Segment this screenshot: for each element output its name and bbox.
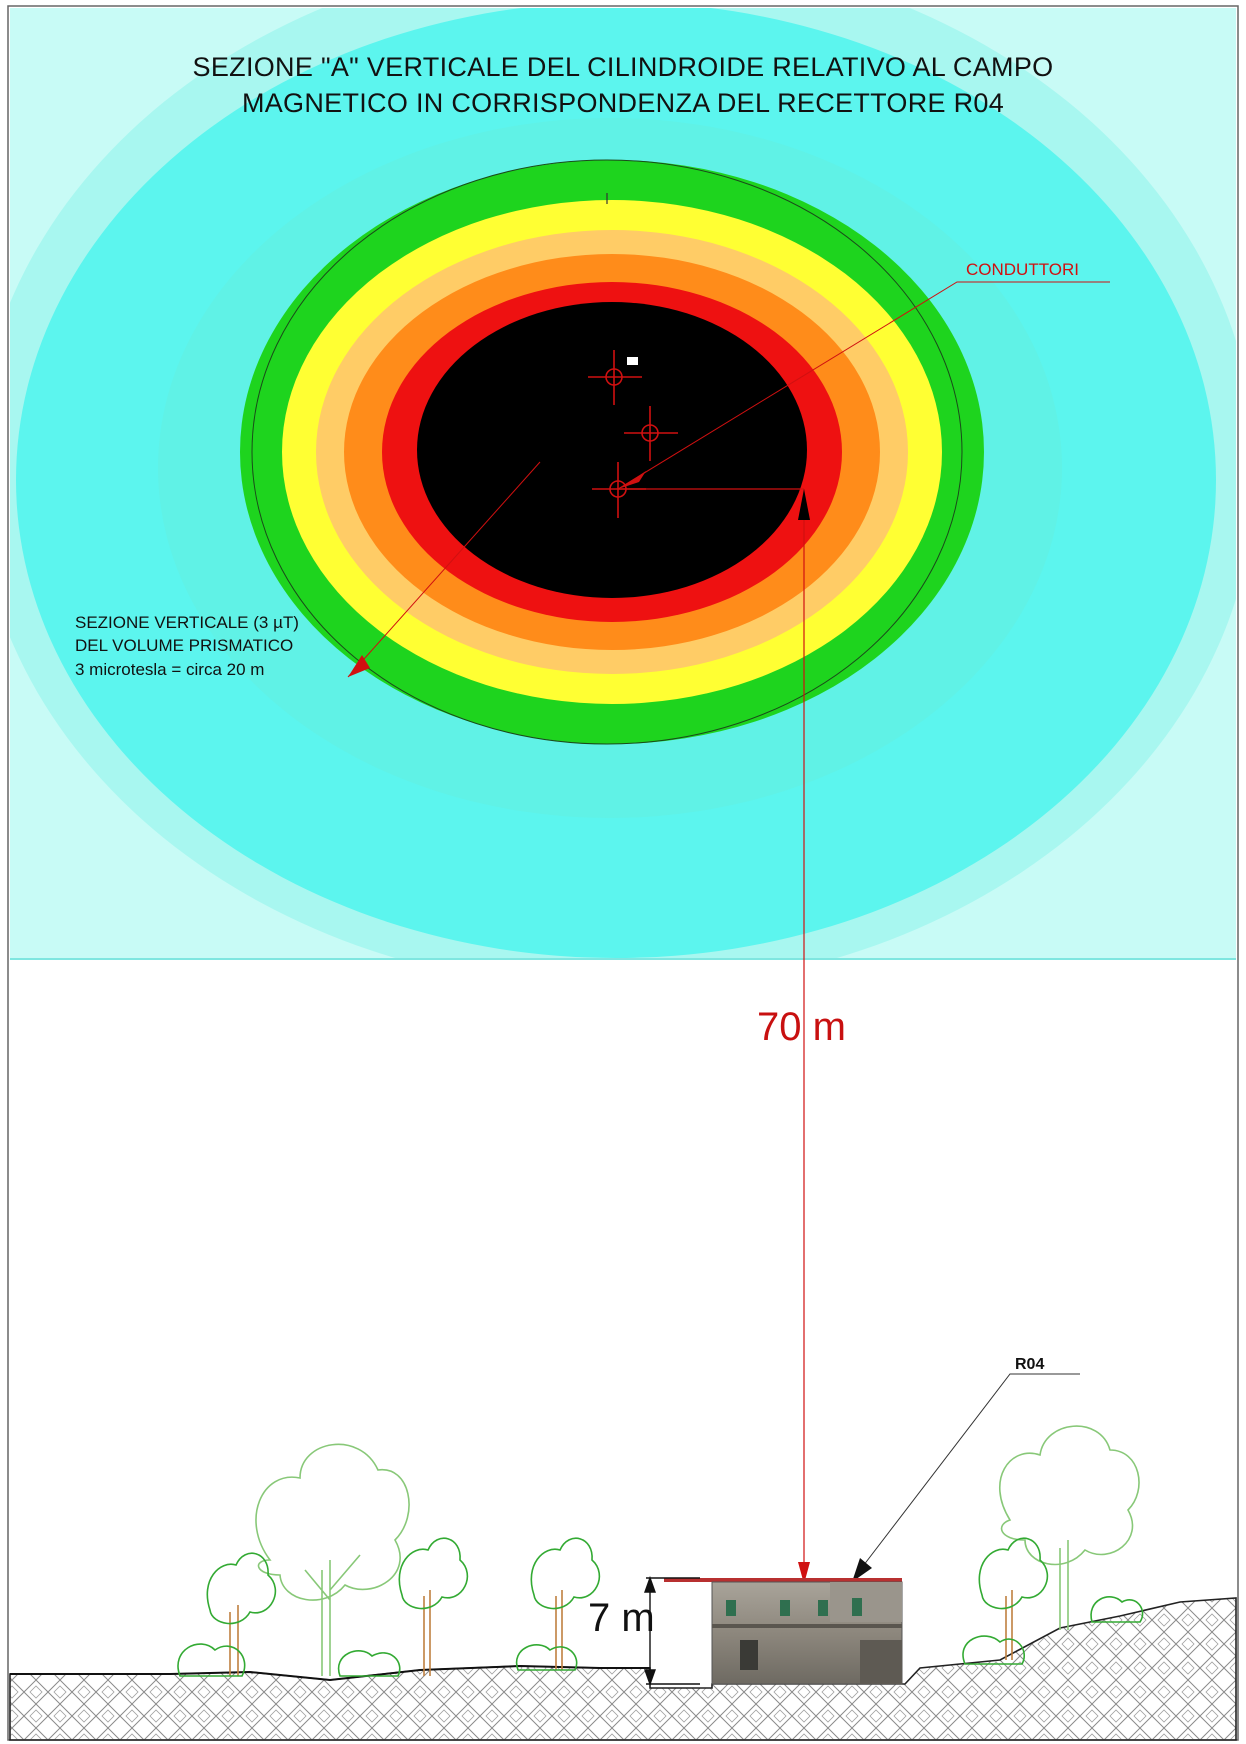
dim-arrow-top-icon <box>798 489 810 520</box>
balcony <box>712 1624 902 1628</box>
height-arrow-down-icon <box>644 1669 656 1687</box>
dim-arrow-bottom-icon <box>798 1562 810 1584</box>
height-dimension-label: 7 m <box>588 1596 655 1640</box>
vegetation <box>177 1425 1144 1677</box>
receptor-label: R04 <box>1015 1356 1045 1373</box>
conductor-1-icon <box>588 350 642 405</box>
field-core <box>417 302 807 598</box>
distance-dimension-label: 70 m <box>757 1005 846 1049</box>
bush-icon <box>177 1643 578 1677</box>
height-arrow-up-icon <box>644 1575 656 1593</box>
tree-small-icon <box>398 1537 469 1676</box>
conductor-2-icon <box>624 406 678 461</box>
conduttori-leader <box>617 281 1110 490</box>
diagram-title-line-1: SEZIONE "A" VERTICALE DEL CILINDROIDE RE… <box>192 52 1054 82</box>
tree-icon <box>255 1443 410 1676</box>
bush-right-icon <box>962 1596 1144 1665</box>
building-r04 <box>664 1578 903 1685</box>
window <box>780 1600 790 1616</box>
diagram-title-line-2: MAGNETICO IN CORRISPONDENZA DEL RECETTOR… <box>241 88 1005 118</box>
tree-right-icon <box>999 1425 1140 1630</box>
section-label-line-2: DEL VOLUME PRISMATICO <box>75 636 294 655</box>
leaders <box>347 281 1110 1584</box>
window <box>726 1600 736 1616</box>
section-label-line-1: SEZIONE VERTICALE (3 µT) <box>75 613 299 632</box>
section-leader-arrow-icon <box>348 655 370 677</box>
window <box>852 1598 862 1616</box>
height-dimension <box>644 1575 700 1687</box>
receptor-leader-arrow-icon <box>852 1558 872 1582</box>
tree-small-icon <box>206 1552 277 1676</box>
building-upper-wall <box>830 1582 902 1622</box>
roof-line <box>664 1578 902 1582</box>
section-leader <box>347 461 541 678</box>
section-label-line-3: 3 microtesla = circa 20 m <box>75 660 265 679</box>
section-3ut-outline <box>251 159 963 745</box>
door <box>740 1640 758 1670</box>
conduttori-leader-arrow-icon <box>618 471 646 489</box>
ground-surface-line <box>10 1664 650 1682</box>
receptor-leader <box>859 1373 1080 1571</box>
window <box>818 1600 828 1616</box>
tree-right-small-icon <box>978 1537 1049 1660</box>
tree-small-icon <box>530 1537 601 1670</box>
conductors-label: CONDUTTORI <box>966 260 1080 279</box>
lower-shadow <box>860 1640 902 1684</box>
marker-white <box>627 357 638 365</box>
